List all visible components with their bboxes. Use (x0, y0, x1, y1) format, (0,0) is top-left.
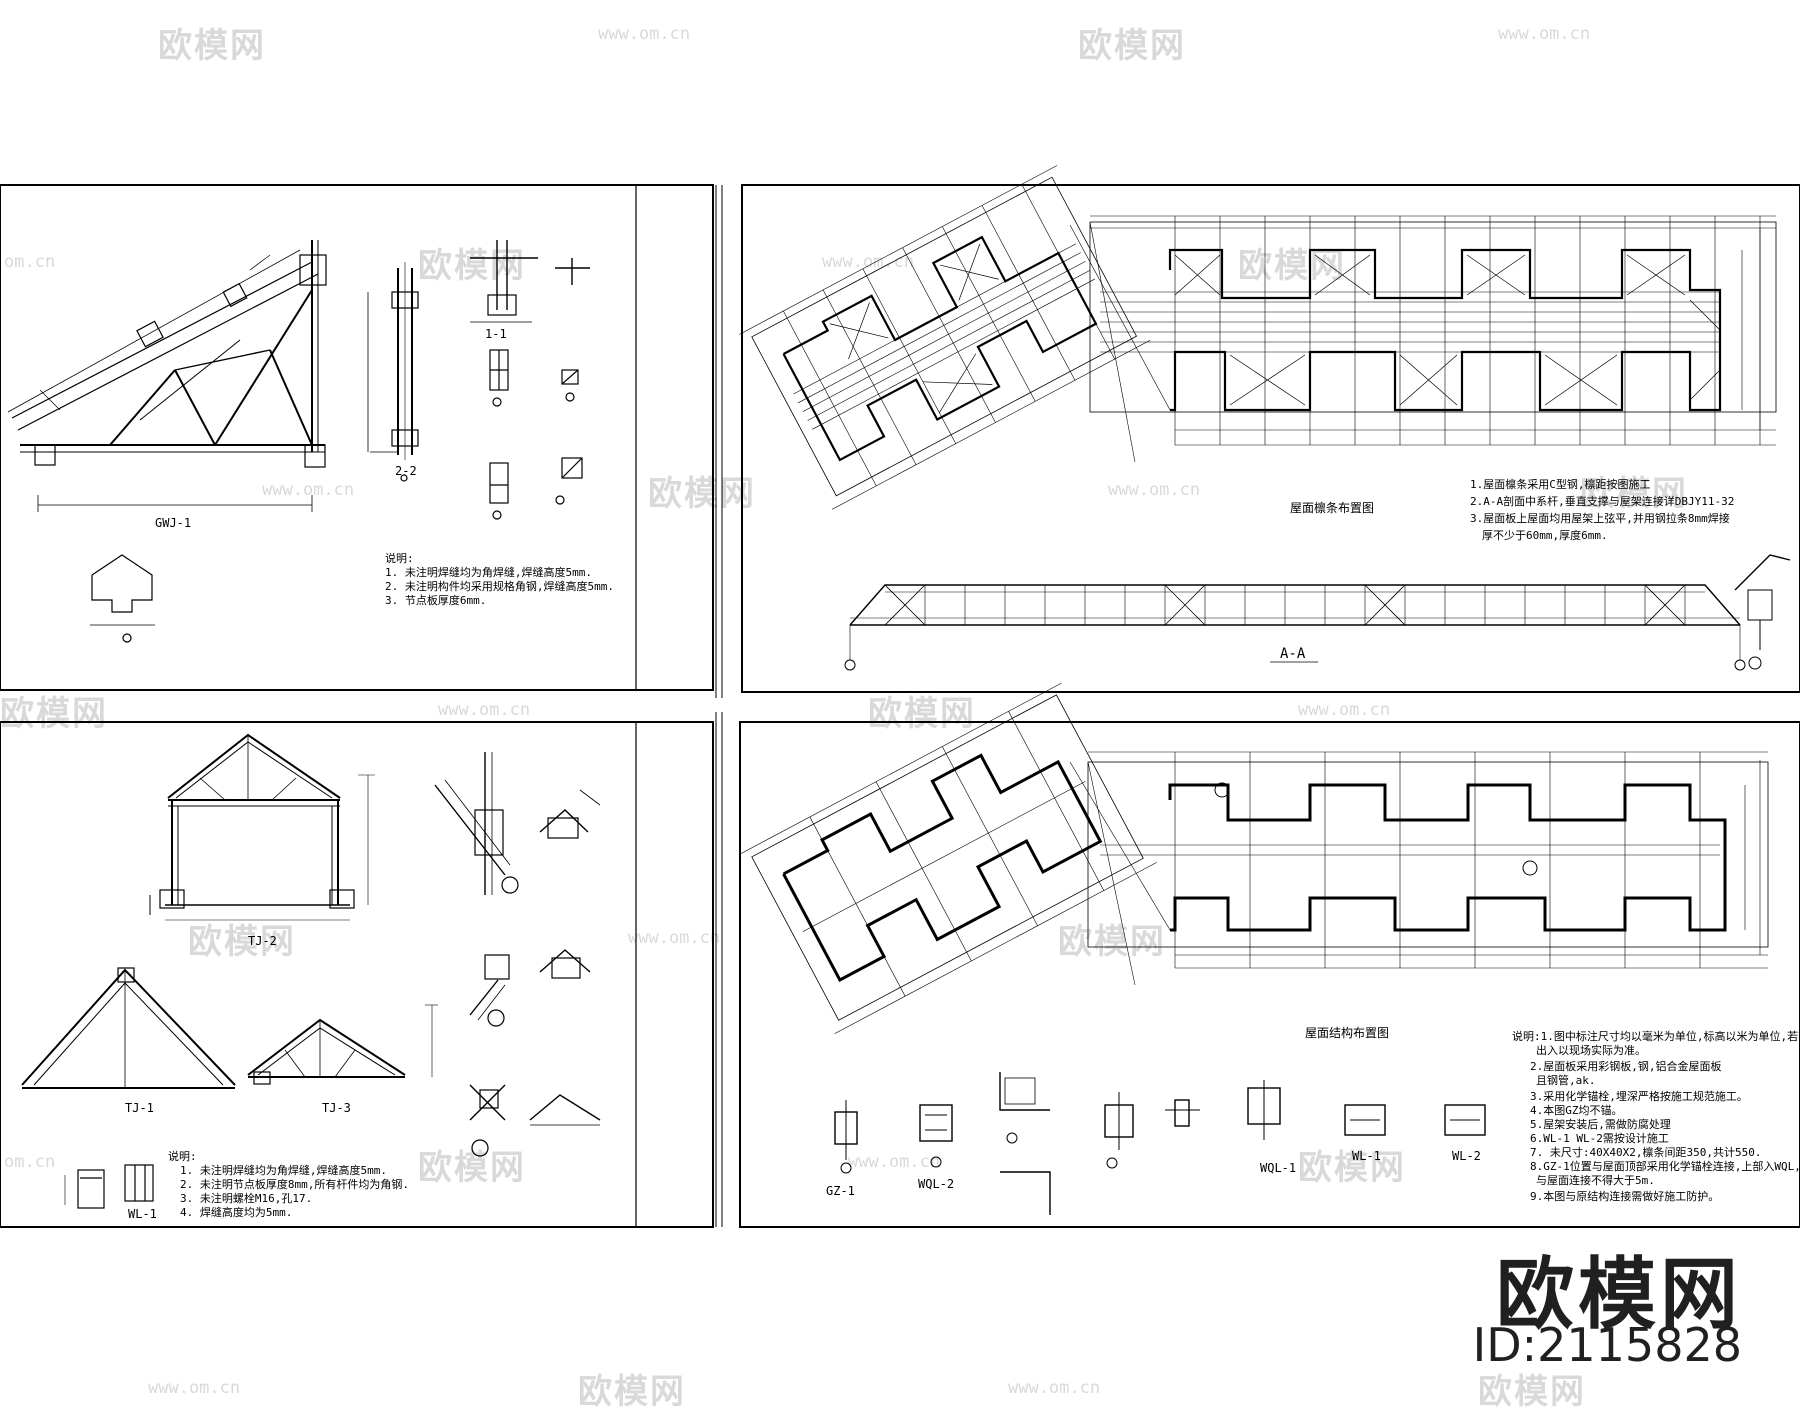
watermark-brand: 欧模网 (1478, 1372, 1586, 1412)
detail-label-gz1: GZ-1 (826, 1184, 855, 1198)
svg-text:5.屋架安装后,需做防腐处理: 5.屋架安装后,需做防腐处理 (1530, 1117, 1671, 1131)
truss-types-labels: TJ-2 TJ-1 TJ-3 WL-1 说明: 1. 未注明焊缝均为角焊缝,焊缝… (125, 934, 409, 1221)
roof-plan-title: 屋面檩条布置图 (1290, 500, 1374, 515)
watermark-url: www.om.cn (822, 252, 915, 272)
svg-text:6.WL-1 WL-2需按设计施工: 6.WL-1 WL-2需按设计施工 (1530, 1131, 1669, 1145)
svg-text:2-2: 2-2 (395, 464, 417, 478)
watermark-url: www.om.cn (1298, 700, 1391, 720)
svg-text:说明:: 说明: (168, 1149, 197, 1163)
svg-text:7. 未尺寸:40X40X2,檩条间距350,共计550.: 7. 未尺寸:40X40X2,檩条间距350,共计550. (1530, 1145, 1761, 1159)
brand-logo-text: 欧模网 (1495, 1250, 1742, 1340)
section-a-a-label: A-A (1280, 646, 1306, 662)
svg-text:且钢管,ak.: 且钢管,ak. (1536, 1073, 1596, 1087)
watermark-brand: 欧模网 (158, 26, 266, 66)
svg-text:4.本图GZ均不锚。: 4.本图GZ均不锚。 (1530, 1103, 1623, 1117)
section-label-wl1: WL-1 (128, 1207, 157, 1221)
truss-detail-panel (7, 240, 590, 643)
watermark-brand: 欧模网 (578, 1372, 686, 1412)
svg-text:2. 未注明构件均采用规格角钢,焊缝高度5mm.: 2. 未注明构件均采用规格角钢,焊缝高度5mm. (385, 579, 614, 593)
watermark-url: www.om.cn (848, 1152, 941, 1172)
truss-label-tj3: TJ-3 (322, 1101, 351, 1115)
svg-text:与屋面连接不得大于5m.: 与屋面连接不得大于5m. (1536, 1173, 1655, 1187)
watermark-brand: 欧模网 (0, 694, 108, 734)
svg-text:1. 未注明焊缝均为角焊缝,焊缝高度5mm.: 1. 未注明焊缝均为角焊缝,焊缝高度5mm. (385, 565, 592, 579)
svg-text:3.屋面板上屋面均用屋架上弦平,并用钢拉条8mm焊接: 3.屋面板上屋面均用屋架上弦平,并用钢拉条8mm焊接 (1470, 511, 1730, 525)
watermark-brand: 欧模网 (1058, 922, 1166, 962)
watermark-url: www.om.cn (1108, 480, 1201, 500)
svg-text:出入以现场实际为准。: 出入以现场实际为准。 (1536, 1043, 1646, 1057)
watermark-url: www.om.cn (1498, 24, 1591, 44)
svg-text:9.本图与原结构连接需做好施工防护。: 9.本图与原结构连接需做好施工防护。 (1530, 1189, 1719, 1203)
watermark-brand: 欧模网 (188, 922, 296, 962)
truss-detail-labels: GWJ-1 1-1 2-2 说明: 1. 未注明焊缝均为角焊缝,焊缝高度5mm.… (155, 327, 614, 607)
svg-text:4. 焊缝高度均为5mm.: 4. 焊缝高度均为5mm. (180, 1205, 292, 1219)
roof-structure-labels: 屋面结构布置图 GZ-1 WQL-2 WQL-1 WL-1 WL-2 说明:1.… (826, 1025, 1800, 1203)
sheet-frames (0, 184, 1800, 1228)
svg-text:2.屋面板采用彩钢板,钢,铝合金屋面板: 2.屋面板采用彩钢板,钢,铝合金屋面板 (1530, 1059, 1722, 1073)
watermark-brand: 欧模网 (1238, 246, 1346, 286)
watermark-brand: 欧模网 (868, 694, 976, 734)
svg-text:1.屋面檩条采用C型钢,檩距按图施工: 1.屋面檩条采用C型钢,檩距按图施工 (1470, 477, 1651, 491)
detail-label-wl2: WL-2 (1452, 1149, 1481, 1163)
detail-label-wql2: WQL-2 (918, 1177, 954, 1191)
watermark-brand: 欧模网 (1298, 1148, 1406, 1188)
model-id-label: ID:2115828 (1472, 1318, 1742, 1372)
truss-label-tj1: TJ-1 (125, 1101, 154, 1115)
roof-plan-panel (739, 165, 1791, 671)
svg-text:8.GZ-1位置与屋面顶部采用化学锚栓连接,上部入WQL,: 8.GZ-1位置与屋面顶部采用化学锚栓连接,上部入WQL, (1530, 1159, 1800, 1173)
truss-types-notes: 说明: 1. 未注明焊缝均为角焊缝,焊缝高度5mm. 2. 未注明节点板厚度8m… (168, 1149, 409, 1219)
watermark-url: www.om.cn (148, 1378, 241, 1398)
watermark-url: www.om.cn (628, 928, 721, 948)
roof-plan-labels: 屋面檩条布置图 A-A 1.屋面檩条采用C型钢,檩距按图施工 2.A-A剖面中系… (1280, 477, 1734, 662)
svg-text:2. 未注明节点板厚度8mm,所有杆件均为角钢.: 2. 未注明节点板厚度8mm,所有杆件均为角钢. (180, 1177, 409, 1191)
svg-text:厚不少于60mm,厚度6mm.: 厚不少于60mm,厚度6mm. (1482, 528, 1608, 542)
svg-text:说明:: 说明: (385, 551, 414, 565)
watermark-url: om.cn (4, 252, 56, 272)
truss-detail-notes: 说明: 1. 未注明焊缝均为角焊缝,焊缝高度5mm. 2. 未注明构件均采用规格… (385, 551, 614, 607)
svg-text:3. 节点板厚度6mm.: 3. 节点板厚度6mm. (385, 593, 486, 607)
svg-text:2.A-A剖面中系杆,垂直支撑与屋架连接详DBJY11-32: 2.A-A剖面中系杆,垂直支撑与屋架连接详DBJY11-32 (1470, 494, 1734, 508)
roof-structure-title: 屋面结构布置图 (1305, 1025, 1389, 1040)
svg-text:1. 未注明焊缝均为角焊缝,焊缝高度5mm.: 1. 未注明焊缝均为角焊缝,焊缝高度5mm. (180, 1163, 387, 1177)
watermark-url: www.om.cn (438, 700, 531, 720)
truss-types-panel (21, 733, 601, 1209)
truss-label-tj2: TJ-2 (248, 934, 277, 948)
svg-text:3.采用化学锚栓,埋深严格按施工规范施工。: 3.采用化学锚栓,埋深严格按施工规范施工。 (1530, 1089, 1748, 1103)
watermark-url: www.om.cn (598, 24, 691, 44)
detail-label-wql1: WQL-1 (1260, 1161, 1296, 1175)
svg-text:1-1: 1-1 (485, 327, 507, 341)
roof-plan-notes: 1.屋面檩条采用C型钢,檩距按图施工 2.A-A剖面中系杆,垂直支撑与屋架连接详… (1470, 477, 1734, 542)
watermark-url: om.cn (4, 1152, 56, 1172)
watermark-brand: 欧模网 (1078, 26, 1186, 66)
watermark-url: www.om.cn (1008, 1378, 1101, 1398)
watermark-brand: 欧模网 (1580, 474, 1688, 514)
watermark-url: www.om.cn (262, 480, 355, 500)
watermark-brand: 欧模网 (648, 474, 756, 514)
roof-structure-panel (739, 682, 1769, 1215)
watermark-brand: 欧模网 (418, 1148, 526, 1188)
detail-label-wl1: WL-1 (1352, 1149, 1381, 1163)
roof-structure-notes: 说明:1.图中标注尺寸均以毫米为单位,标高以米为单位,若有 出入以现场实际为准。… (1512, 1029, 1800, 1203)
svg-text:说明:1.图中标注尺寸均以毫米为单位,标高以米为单位,若有: 说明:1.图中标注尺寸均以毫米为单位,标高以米为单位,若有 (1512, 1029, 1800, 1043)
svg-text:3. 未注明螺栓M16,孔17.: 3. 未注明螺栓M16,孔17. (180, 1191, 312, 1205)
truss-title: GWJ-1 (155, 516, 191, 530)
